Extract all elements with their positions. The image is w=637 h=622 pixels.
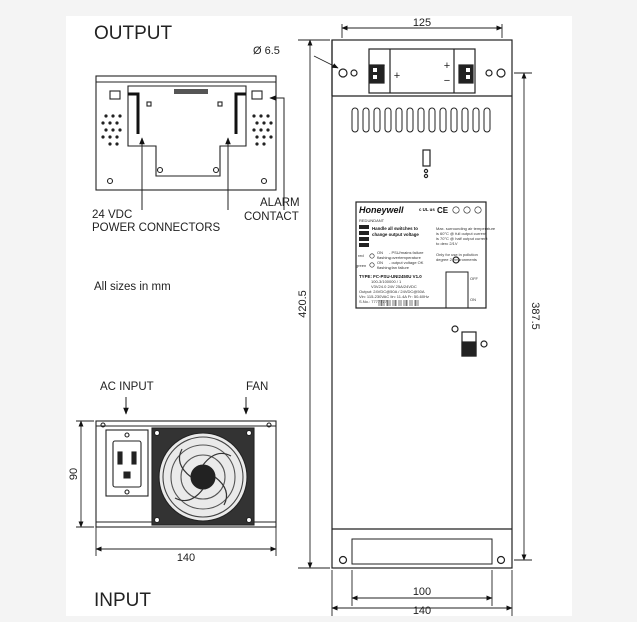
vent-dots-right: [252, 114, 273, 146]
bottom-width-dimension: 140: [413, 605, 431, 616]
temp-text-4: to derc 2/1V: [436, 241, 458, 246]
ac-socket: [105, 429, 149, 497]
input-width-dimension: 140: [177, 552, 195, 564]
temp-text-1: Max. surrounding air temperature: [436, 226, 496, 231]
pollution-text-1: Only for use in pollution: [436, 252, 478, 257]
drawing-sheet: OUTPUT: [66, 16, 572, 616]
bottom-inner-width-dimension: 100: [413, 586, 431, 598]
output-view: [95, 75, 277, 191]
red-flash: flashing: [377, 255, 391, 260]
type-line-2: 100-3/100000 / 1: [371, 279, 402, 284]
green-flash-text: - fan failure: [389, 265, 410, 270]
technical-drawing: OUTPUT: [68, 17, 541, 616]
bottom-mounting-hole-right: [496, 555, 506, 565]
input-rating: Vin: 115-230VAC Iin: 11.4A Fr: 50-60Hz: [359, 294, 429, 299]
nameplate-contents: Honeywell c UL us CE REDUNDANT Handle al…: [356, 205, 496, 306]
alarm-label-1: ALARM: [260, 197, 300, 209]
power-connectors-label-1: 24 VDC: [92, 209, 132, 221]
green-flash: flashing: [377, 265, 391, 270]
temp-text-2: is 60°C @ full output current: [436, 231, 487, 236]
cert-ul: c UL us: [419, 207, 435, 212]
led-red-label: red: [358, 253, 364, 258]
type-line-3: V3V24.0 24V 25A/24VDC: [371, 284, 417, 289]
voltage-adjust: [422, 149, 431, 167]
pollution-text-2: degree 2 environments: [436, 257, 477, 262]
terminal-plus-right: +: [444, 60, 450, 72]
alarm-label-2: CONTACT: [244, 211, 299, 223]
output-rating: Output: 24VDC@50A / 24VDC@50A: [359, 289, 425, 294]
switch-off-label: OFF: [470, 276, 479, 281]
input-height-dimension: 90: [68, 468, 80, 480]
red-on: ON: [377, 250, 383, 255]
front-view: [331, 39, 513, 569]
power-connectors-label-2: POWER CONNECTORS: [92, 222, 221, 234]
type-line: TYPE: FC-PSU-UNI2450U V1.0: [359, 274, 422, 279]
switch-on-label: ON: [470, 297, 476, 302]
top-mounting-hole-left: [338, 68, 348, 78]
input-view: [95, 420, 277, 528]
hole-diameter-dimension: Ø 6.5: [253, 45, 280, 57]
inner-height-dimension: 387.5: [529, 302, 541, 330]
red-on-text: - PSU/mains failure: [389, 250, 424, 255]
led-green-label: green: [356, 263, 366, 268]
vent-slots: [351, 107, 491, 133]
ac-input-label: AC INPUT: [100, 381, 154, 393]
barcode: [378, 300, 419, 306]
vent-dots-left: [101, 114, 122, 146]
dc-terminal-block-left: [109, 90, 121, 100]
nameplate: [355, 201, 487, 309]
front-housing: [331, 39, 513, 569]
input-housing: [95, 420, 277, 528]
handle-text-2: change output voltage: [372, 232, 419, 237]
red-flash-text: - overtemperature: [389, 255, 422, 260]
fan-blades: [174, 448, 232, 506]
temp-text-3: is 70°C @ half output current: [436, 236, 488, 241]
output-title: OUTPUT: [94, 23, 173, 44]
total-height-dimension: 420.5: [297, 290, 309, 318]
bottom-mounting-hole-left: [338, 555, 348, 565]
output-terminal-plate: [127, 85, 247, 177]
terminal-minus-right: −: [444, 75, 450, 87]
handle-text-1: Handle all switches to: [372, 226, 418, 231]
fan-label: FAN: [246, 381, 268, 393]
top-mounting-hole-right: [496, 68, 506, 78]
all-sizes-note: All sizes in mm: [94, 281, 171, 293]
green-on-text: - output voltage OK: [389, 260, 424, 265]
input-title: INPUT: [94, 590, 151, 611]
green-on: ON: [377, 260, 383, 265]
brand-logo: Honeywell: [359, 205, 404, 215]
top-width-dimension: 125: [413, 17, 431, 29]
alarm-terminal-block: [251, 90, 263, 100]
output-housing: [95, 75, 277, 191]
switch-header: REDUNDANT: [359, 218, 385, 223]
serial-number: S.No.: 7777777: [359, 299, 388, 304]
terminal-minus-left: −: [379, 60, 385, 72]
cert-ce: CE: [437, 206, 449, 215]
terminal-plus-left: +: [394, 70, 400, 82]
output-terminal-block: [368, 48, 476, 94]
